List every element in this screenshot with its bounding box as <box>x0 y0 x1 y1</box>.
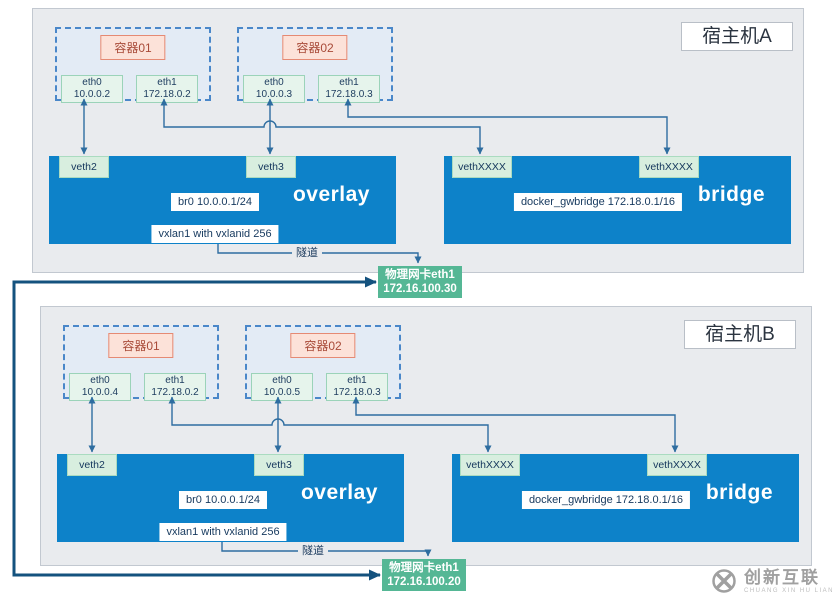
gwbridge-ip-label: docker_gwbridge 172.18.0.1/16 <box>521 491 691 509</box>
host-a: 宿主机A 容器01 eth0 10.0.0.2 eth1 172.18.0.2 … <box>32 8 804 273</box>
tunnel-label: 隧道 <box>292 246 322 260</box>
bridge-network-box: vethXXXX vethXXXX docker_gwbridge 172.18… <box>452 454 799 542</box>
host-b-container-02: 容器02 eth0 10.0.0.5 eth1 172.18.0.3 <box>245 325 401 401</box>
nic-name: 物理网卡eth1 <box>385 269 455 281</box>
overlay-name: overlay <box>292 183 370 206</box>
eth0-interface: eth0 10.0.0.2 <box>61 75 123 103</box>
vxlan-label: vxlan1 with vxlanid 256 <box>151 225 279 243</box>
physical-nic-a: 物理网卡eth1 172.16.100.30 <box>378 266 462 298</box>
eth-name: eth1 <box>165 375 185 386</box>
host-a-container-01: 容器01 eth0 10.0.0.2 eth1 172.18.0.2 <box>55 27 211 103</box>
veth-tab: vethXXXX <box>452 156 512 178</box>
watermark-subtitle: CHUANG XIN HU LIAN <box>743 587 834 594</box>
watermark-logo-icon <box>712 569 736 593</box>
tunnel-label: 隧道 <box>298 544 328 558</box>
nic-name: 物理网卡eth1 <box>389 562 459 574</box>
eth1-interface: eth1 172.18.0.3 <box>326 373 388 401</box>
host-b: 宿主机B 容器01 eth0 10.0.0.4 eth1 172.18.0.2 … <box>40 306 812 566</box>
bridge-name: bridge <box>705 481 773 504</box>
container-label: 容器01 <box>100 35 166 60</box>
eth-ip: 10.0.0.3 <box>255 89 293 100</box>
veth-tab: vethXXXX <box>647 454 707 476</box>
eth-ip: 172.18.0.2 <box>151 387 199 398</box>
veth-tab: veth2 <box>59 156 109 178</box>
veth-tab: vethXXXX <box>460 454 520 476</box>
eth1-interface: eth1 172.18.0.2 <box>144 373 206 401</box>
physical-nic-b: 物理网卡eth1 172.16.100.20 <box>382 559 466 591</box>
container-label: 容器02 <box>290 333 356 358</box>
gwbridge-ip-label: docker_gwbridge 172.18.0.1/16 <box>513 193 683 211</box>
eth-ip: 10.0.0.4 <box>81 387 119 398</box>
eth-name: eth0 <box>264 77 284 88</box>
bridge-network-box: vethXXXX vethXXXX docker_gwbridge 172.18… <box>444 156 791 244</box>
eth-ip: 172.18.0.3 <box>325 89 373 100</box>
eth-ip: 172.18.0.3 <box>333 387 381 398</box>
vxlan-label: vxlan1 with vxlanid 256 <box>159 523 287 541</box>
eth-name: eth1 <box>347 375 367 386</box>
eth0-interface: eth0 10.0.0.5 <box>251 373 313 401</box>
br0-ip-label: br0 10.0.0.1/24 <box>170 193 260 211</box>
watermark: 创新互联 CHUANG XIN HU LIAN <box>709 566 834 596</box>
host-a-container-02: 容器02 eth0 10.0.0.3 eth1 172.18.0.3 <box>237 27 393 103</box>
br0-ip-label: br0 10.0.0.1/24 <box>178 491 268 509</box>
bridge-name: bridge <box>697 183 765 206</box>
container-label: 容器02 <box>282 35 348 60</box>
eth-ip: 10.0.0.2 <box>73 89 111 100</box>
host-a-title: 宿主机A <box>681 22 793 51</box>
nic-ip: 172.16.100.20 <box>387 576 461 588</box>
veth-tab: veth3 <box>254 454 304 476</box>
eth-name: eth1 <box>157 77 177 88</box>
container-label: 容器01 <box>108 333 174 358</box>
veth-tab: veth2 <box>67 454 117 476</box>
eth-ip: 172.18.0.2 <box>143 89 191 100</box>
overlay-name: overlay <box>300 481 378 504</box>
eth-name: eth1 <box>339 77 359 88</box>
host-b-container-01: 容器01 eth0 10.0.0.4 eth1 172.18.0.2 <box>63 325 219 401</box>
eth-name: eth0 <box>272 375 292 386</box>
overlay-network-box: veth2 veth3 br0 10.0.0.1/24 vxlan1 with … <box>57 454 404 542</box>
eth1-interface: eth1 172.18.0.2 <box>136 75 198 103</box>
eth0-interface: eth0 10.0.0.3 <box>243 75 305 103</box>
veth-tab: veth3 <box>246 156 296 178</box>
nic-ip: 172.16.100.30 <box>383 283 457 295</box>
eth1-interface: eth1 172.18.0.3 <box>318 75 380 103</box>
watermark-brand-text: 创新互联 <box>743 567 820 587</box>
eth-name: eth0 <box>82 77 102 88</box>
veth-tab: vethXXXX <box>639 156 699 178</box>
eth-ip: 10.0.0.5 <box>263 387 301 398</box>
overlay-network-box: veth2 veth3 br0 10.0.0.1/24 vxlan1 with … <box>49 156 396 244</box>
eth-name: eth0 <box>90 375 110 386</box>
eth0-interface: eth0 10.0.0.4 <box>69 373 131 401</box>
host-b-title: 宿主机B <box>684 320 796 349</box>
